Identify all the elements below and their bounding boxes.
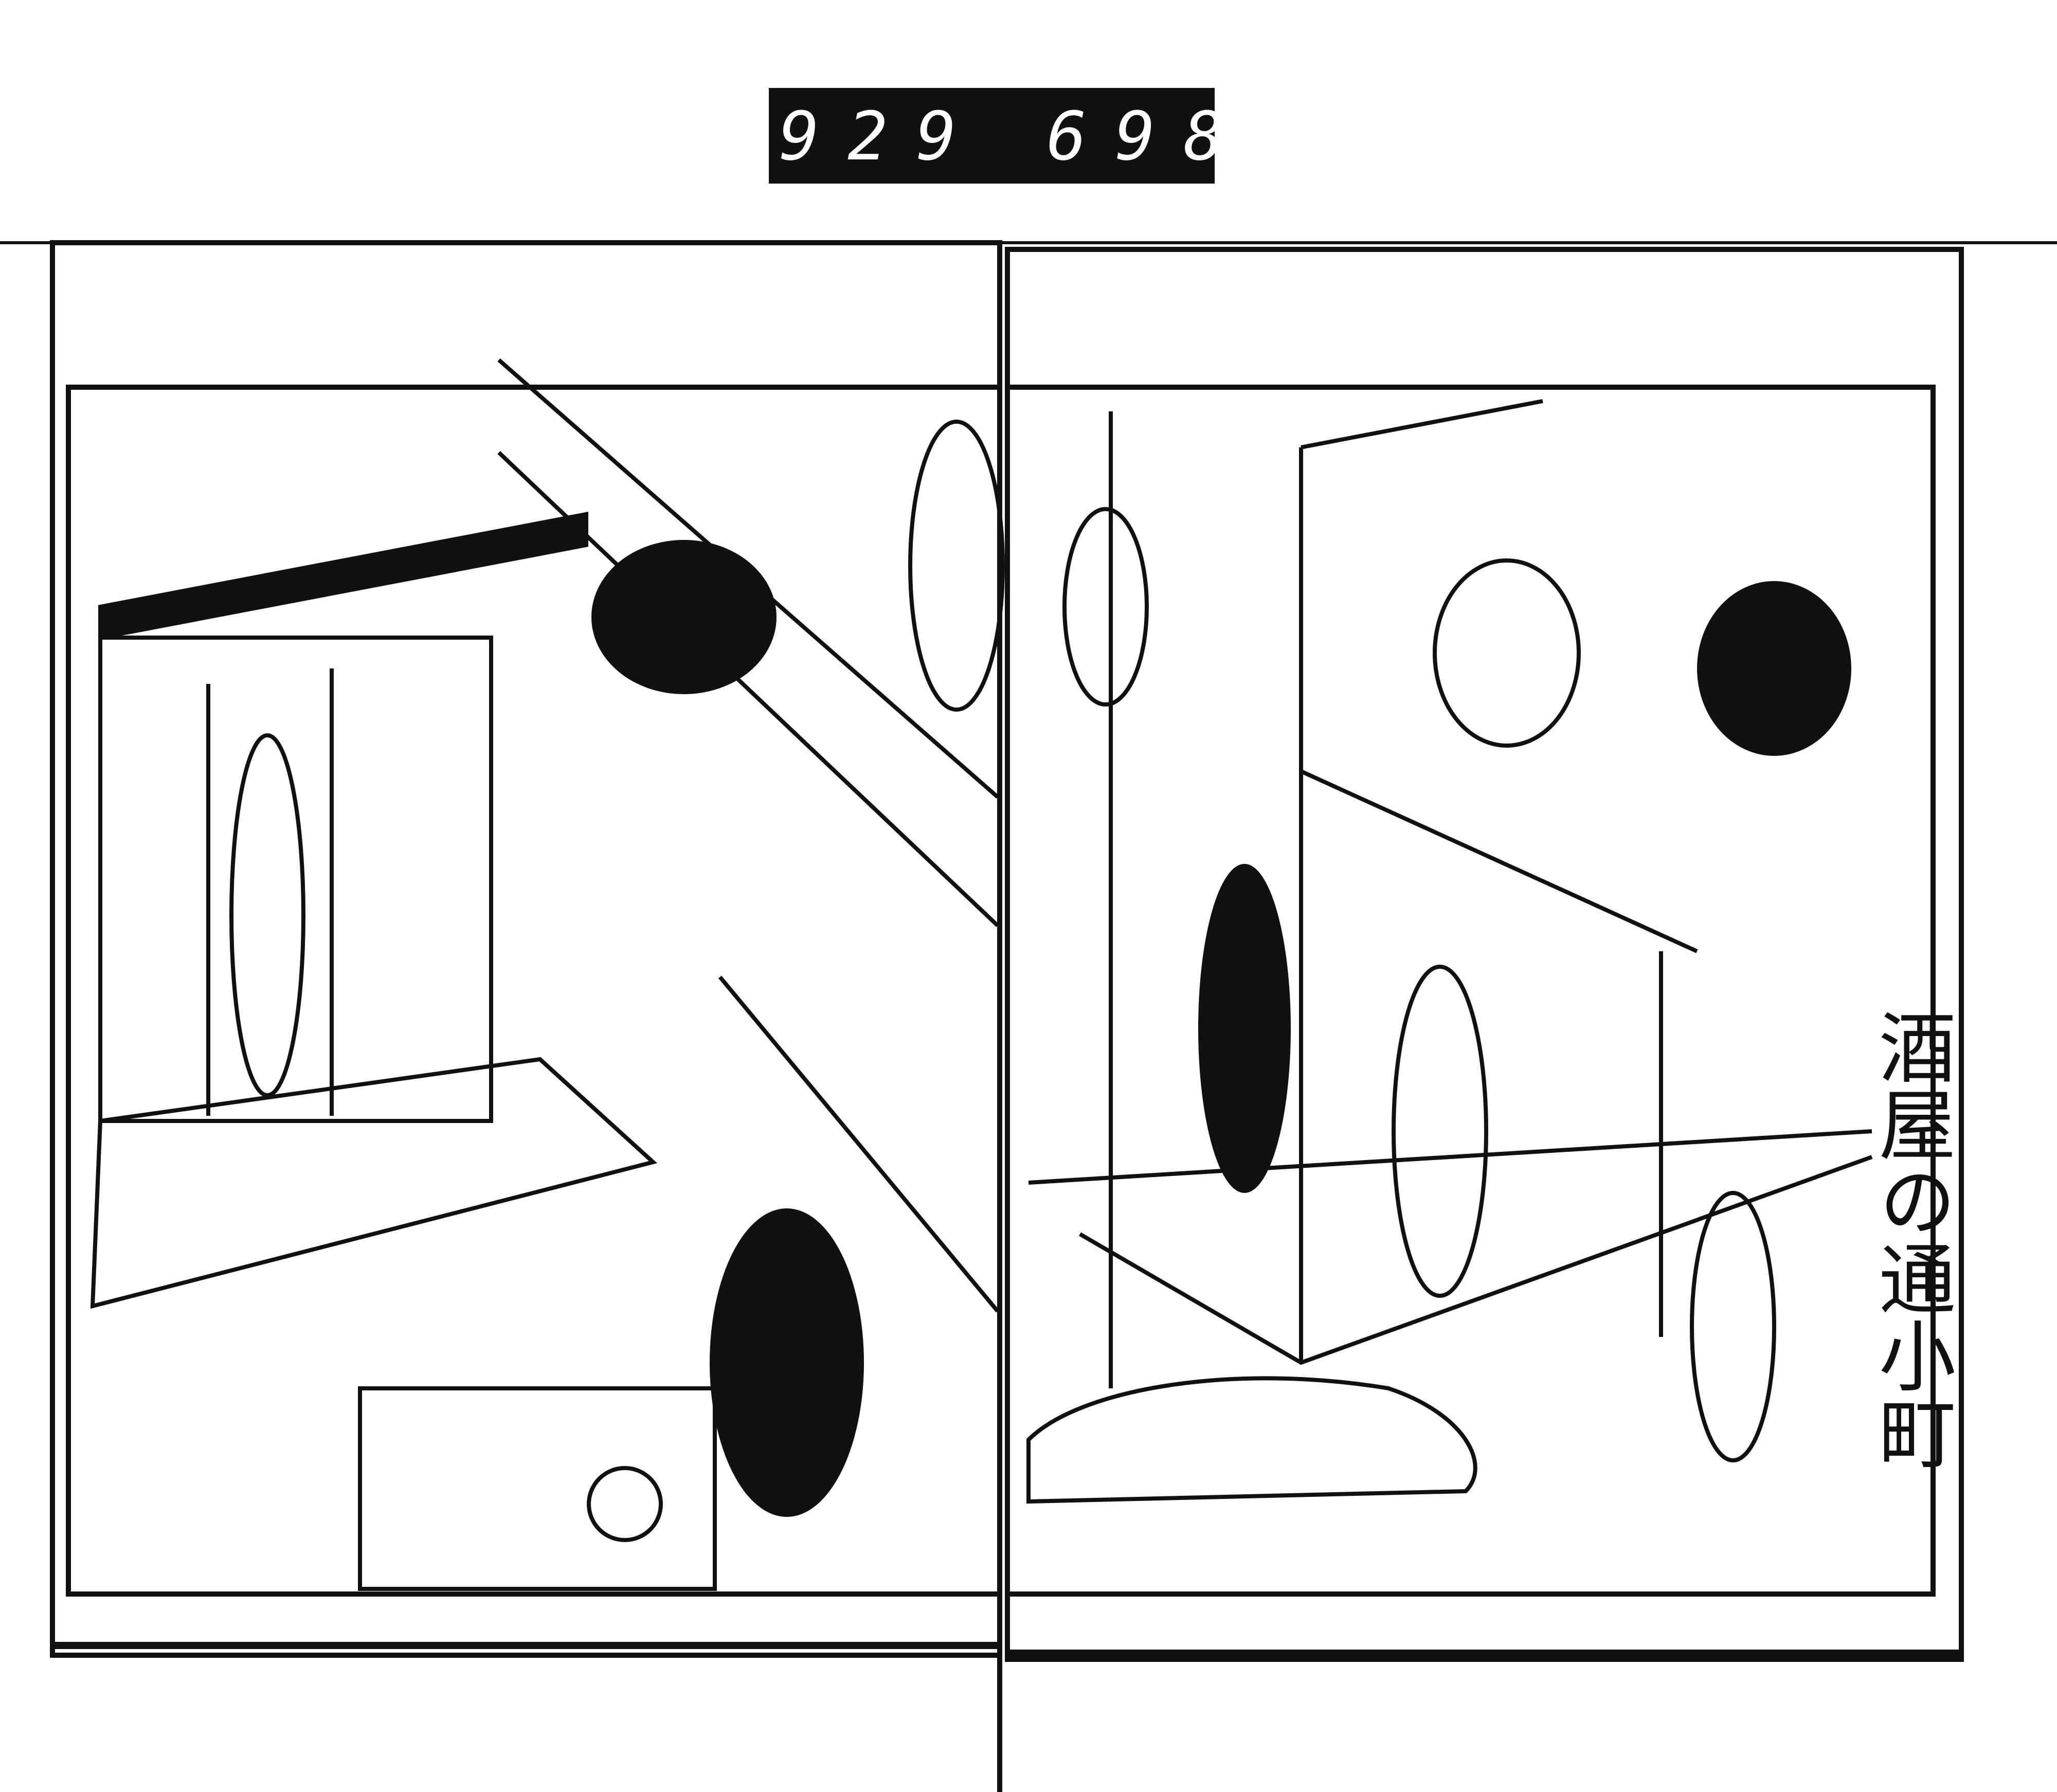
left-picture-frame bbox=[66, 385, 1002, 1597]
illustration-caption: 酒屋の通小町 bbox=[1866, 1008, 1955, 1471]
left-room bbox=[90, 358, 1000, 1591]
flower-crest bbox=[587, 1466, 663, 1542]
frame-number-label: 929 698. bbox=[769, 88, 1292, 184]
right-page-frame bbox=[1005, 247, 1964, 1662]
chest bbox=[358, 1386, 717, 1591]
cloud bbox=[1026, 1376, 1477, 1504]
frame-number-left: 929 bbox=[779, 97, 985, 175]
right-picture-frame bbox=[1005, 385, 1936, 1597]
frame-number-right: 698. bbox=[1046, 97, 1321, 175]
left-page-frame bbox=[50, 240, 1002, 1658]
figures bbox=[229, 420, 1851, 1517]
right-rooms bbox=[1026, 399, 1873, 1504]
